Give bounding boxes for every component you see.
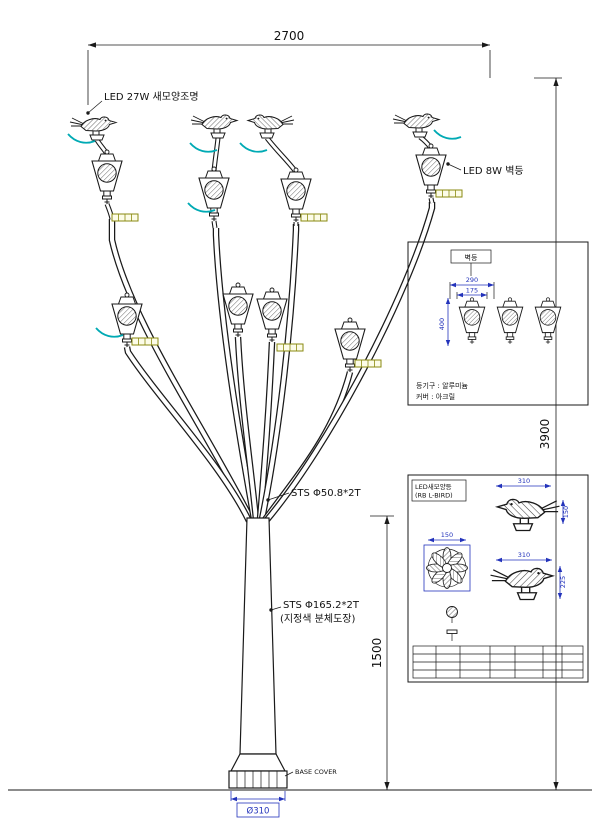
callout-wall-light-text: LED 8W 벽등 [463, 165, 524, 177]
detail-box-bird: LED새모양등 (RB L-BIRD) 310 150 150 [407, 474, 589, 683]
bird-figures [69, 113, 440, 141]
detail-dim-290: 290 [466, 276, 478, 284]
detail-wall-lamp [496, 297, 524, 345]
detail-bird-top [496, 498, 561, 532]
callout-bird-light: LED 27W 새모양조명 [86, 91, 199, 115]
detail-bird-side-width: 310 [518, 551, 530, 559]
callout-wall-light: LED 8W 벽등 [446, 162, 524, 177]
base-cover [228, 753, 288, 789]
fan-ornament [426, 547, 468, 589]
detail-dim-175: 175 [466, 287, 478, 295]
callout-main-pole-text: STS Φ165.2*2T [283, 600, 360, 611]
branch-tubes [108, 202, 436, 524]
fastener-details [446, 606, 458, 641]
detail-bird-side [489, 567, 554, 601]
callout-branch-pipe: STS Φ50.8*2T [266, 488, 361, 502]
main-pole [239, 517, 277, 755]
dimension-base-diameter: Ø310 [230, 791, 286, 818]
bird-figure [69, 116, 117, 141]
detail-wall-lamp [458, 297, 486, 345]
detail-note-2: 커버 : 아크릴 [416, 392, 455, 401]
detail-dim-400: 400 [438, 318, 446, 330]
bird-figure [392, 113, 440, 138]
detail-box-wall-light: 벽등 290 175 400 등기구 : 알루미늄 커버 : 아크릴 [407, 241, 589, 406]
detail-bird-top-height: 150 [562, 506, 570, 518]
dimension-overall-height: 3900 [534, 77, 562, 790]
title-block-table [412, 645, 584, 679]
callout-main-pole-finish-text: (지정색 분체도장) [280, 613, 355, 625]
dim-base-diameter-text: Ø310 [247, 806, 270, 817]
callout-branch-pipe-text: STS Φ50.8*2T [291, 488, 361, 499]
dim-height-text: 3900 [538, 419, 552, 450]
bird-figure [190, 114, 238, 139]
callout-base-cover-text: BASE COVER [295, 768, 337, 776]
wall-lamp [198, 166, 230, 222]
dimension-pole-height: 1500 [370, 515, 394, 790]
wall-lamp [256, 287, 288, 343]
callout-bird-light-text: LED 27W 새모양조명 [104, 91, 199, 103]
dim-pole-text: 1500 [370, 638, 384, 669]
dimension-overall-width: 2700 [87, 29, 491, 105]
dim-width-text: 2700 [274, 29, 305, 43]
detail-bird-side-height: 225 [559, 576, 567, 588]
detail-note-1: 등기구 : 알루미늄 [416, 381, 468, 390]
wall-lamp [91, 149, 123, 205]
callout-base-cover: BASE COVER [284, 768, 337, 777]
detail-wall-lamp [534, 297, 562, 345]
bird-figure [247, 114, 295, 139]
detail-bird-title-2: (RB L-BIRD) [415, 492, 453, 500]
detail-bird-top-width: 310 [518, 477, 530, 485]
detail-bird-title-1: LED새모양등 [415, 482, 452, 491]
callout-main-pole: STS Φ165.2*2T (지정색 분체도장) [269, 600, 360, 625]
detail-wall-light-title: 벽등 [465, 253, 478, 262]
detail-fan-width: 150 [441, 531, 453, 539]
